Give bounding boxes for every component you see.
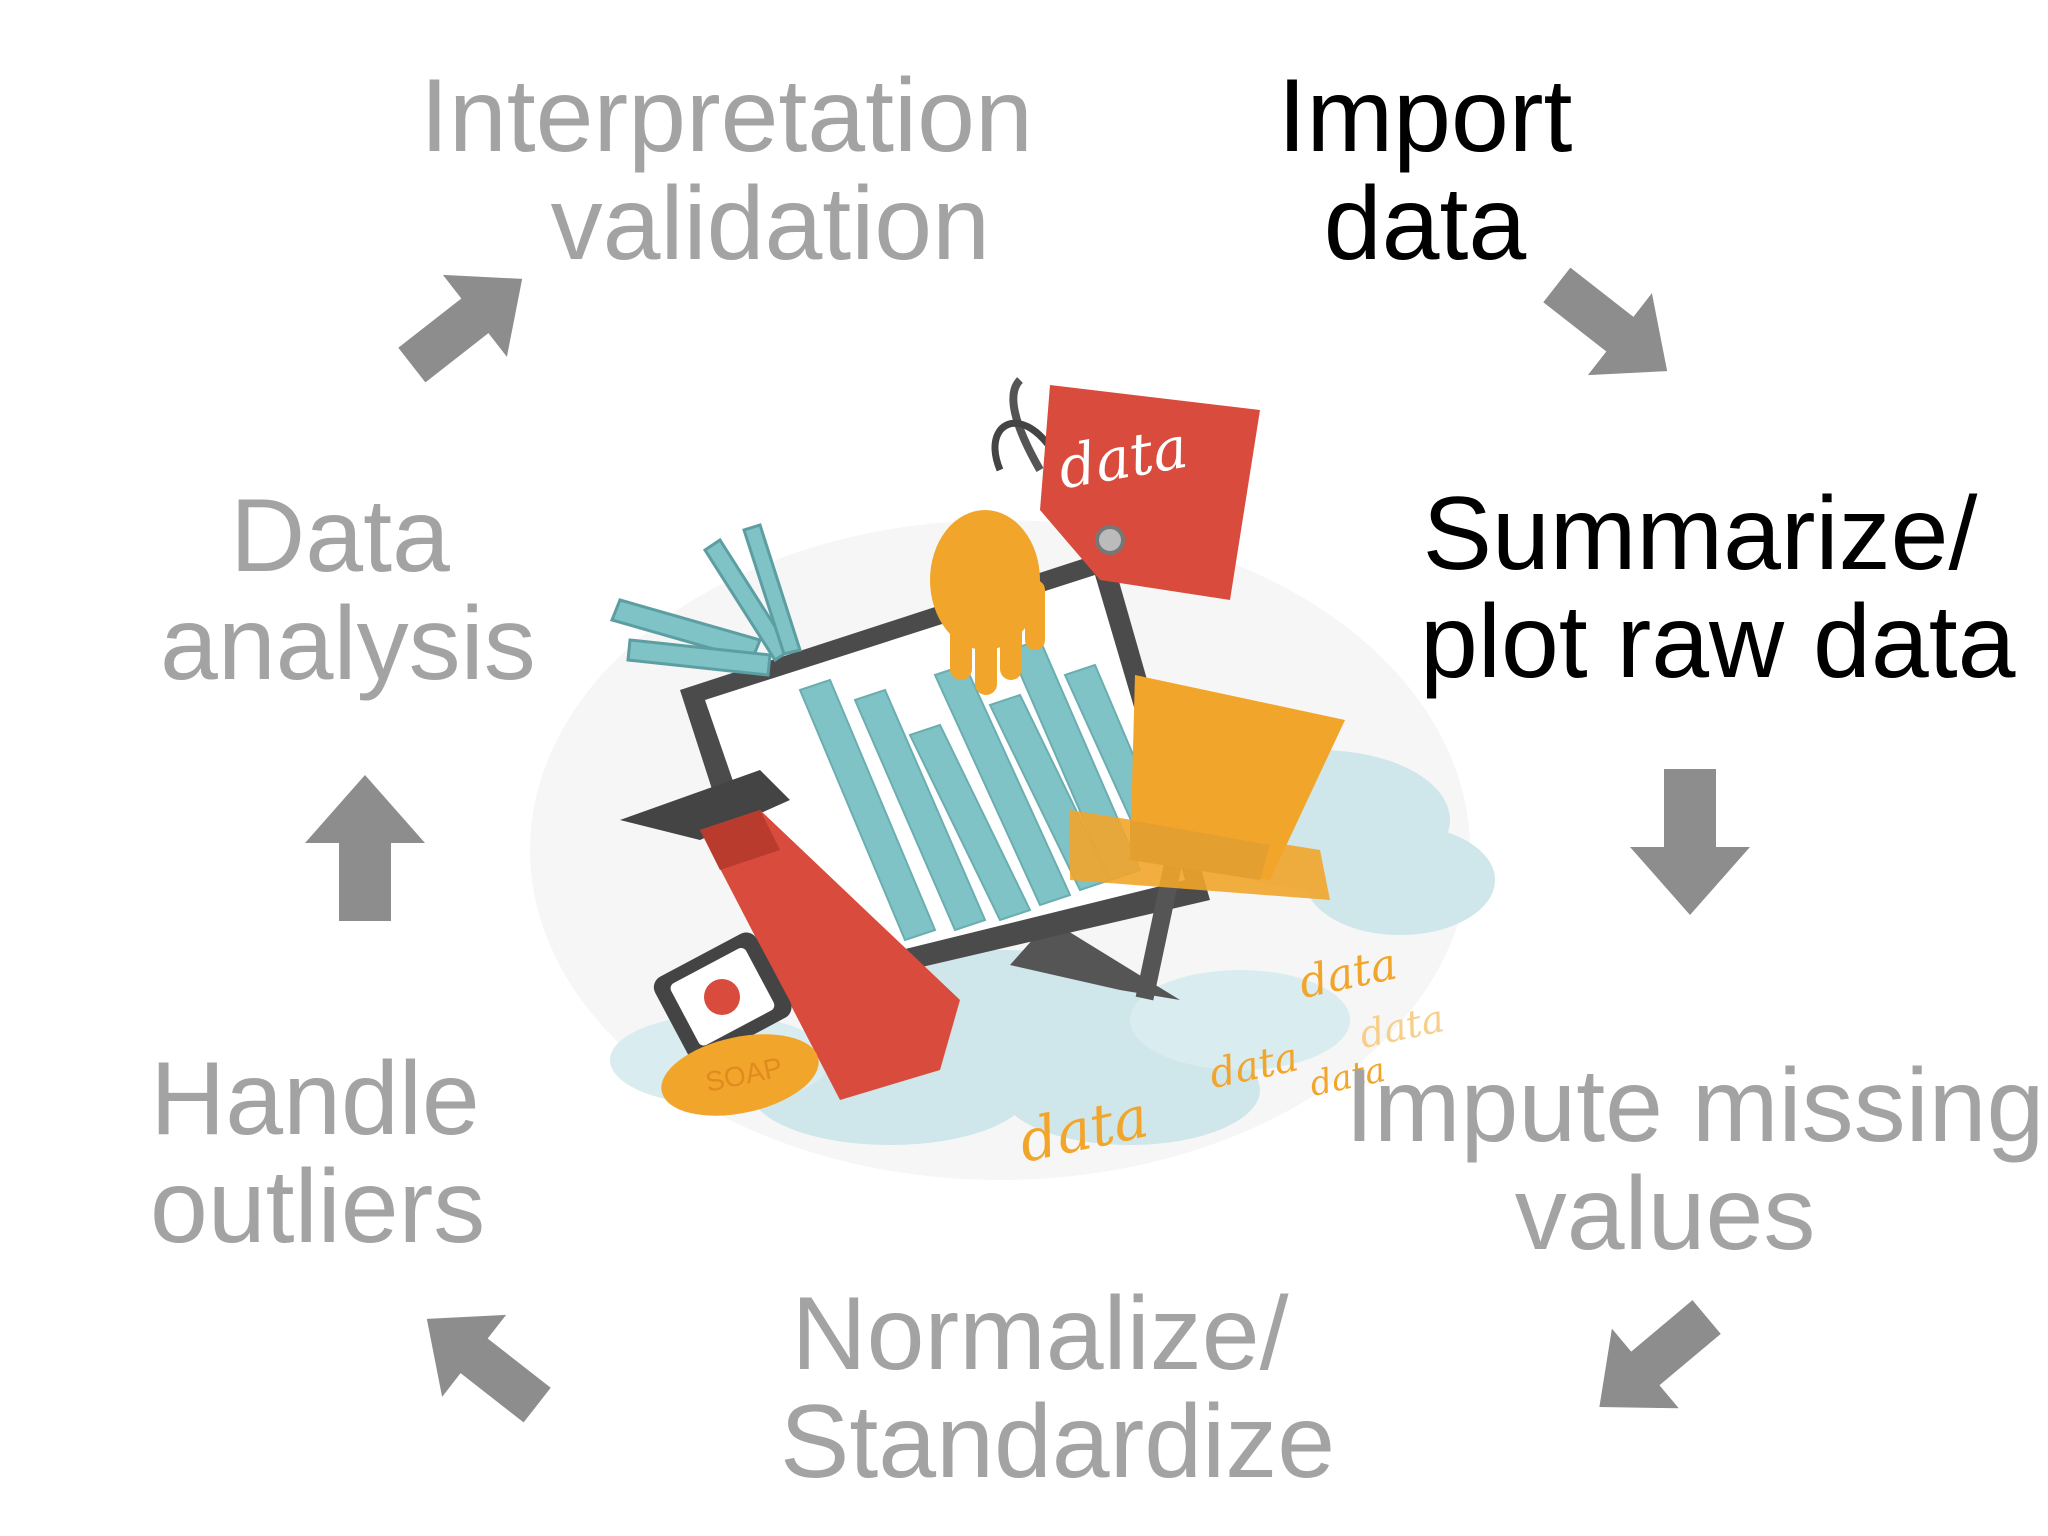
step-label-line: Interpretation (420, 58, 1033, 174)
step-label-line: Summarize/ (1422, 476, 1978, 592)
step-label-line: validation (550, 166, 990, 282)
step-label-line: values (1514, 1156, 1816, 1272)
arrow-outliers-to-analysis (305, 775, 425, 921)
glove-illustration (930, 510, 1045, 695)
spray-bottle-illustration (620, 770, 960, 1100)
arrow-impute-to-normalize (1599, 1300, 1721, 1409)
bucket-illustration (991, 377, 1260, 600)
step-impute-missing-values: Impute missing values (1345, 1048, 2045, 1272)
arrow-analysis-to-interpretation (398, 274, 523, 383)
step-handle-outliers: Handle outliers (150, 1041, 486, 1265)
phone-illustration (653, 932, 792, 1062)
step-normalize-standardize: Normalize/ Standardize (780, 1276, 1336, 1500)
step-label-line: Normalize/ (791, 1276, 1289, 1392)
data-word-group: data data data data data data (1013, 413, 1448, 1176)
broom-illustration (1070, 675, 1345, 1001)
soap-illustration: SOAP (661, 1034, 819, 1116)
step-label-line: outliers (150, 1149, 486, 1265)
step-label-line: data (1323, 166, 1527, 282)
step-label-line: Standardize (780, 1384, 1336, 1500)
step-label-line: plot raw data (1420, 584, 2016, 700)
step-interpretation-validation: Interpretation validation (420, 58, 1033, 282)
step-label-line: Impute missing (1345, 1048, 2045, 1164)
step-label-line: Handle (150, 1041, 480, 1157)
arrow-normalize-to-outliers (426, 1314, 551, 1423)
step-summarize-plot-raw-data: Summarize/ plot raw data (1420, 476, 2016, 700)
arrow-import-to-summarize (1543, 267, 1668, 376)
clothespin-illustration (609, 523, 802, 677)
arrow-summarize-to-impute (1630, 769, 1750, 915)
step-data-analysis: Data analysis (160, 478, 536, 702)
step-import-data: Import data (1255, 62, 1595, 278)
step-label-line: analysis (160, 586, 536, 702)
step-label-line: Data (230, 478, 450, 594)
step-label-line: Import (1277, 58, 1573, 174)
